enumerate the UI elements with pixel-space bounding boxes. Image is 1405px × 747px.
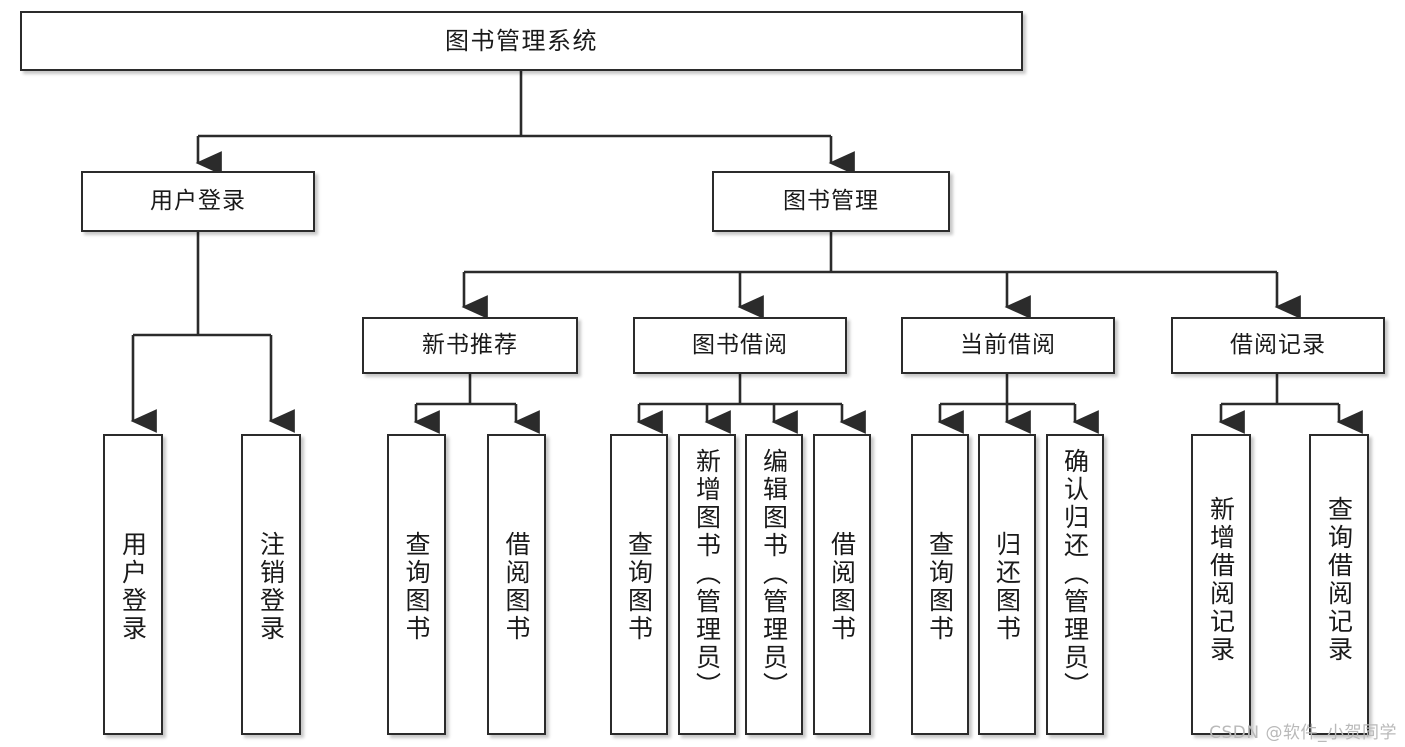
node-leaf-query-book-3-label: 查询图书 — [925, 531, 955, 643]
node-current-borrow-label: 当前借阅 — [960, 331, 1056, 358]
node-book-borrow-label: 图书借阅 — [692, 331, 788, 358]
node-leaf-borrow-book-1-label: 借阅图书 — [502, 531, 531, 643]
node-leaf-add-record-label: 新增借阅记录 — [1206, 496, 1236, 664]
node-leaf-user-logout-label: 注销登录 — [256, 531, 286, 643]
node-leaf-query-record-label: 查询借阅记录 — [1324, 496, 1354, 664]
node-leaf-user-logout[interactable]: 注销登录 — [241, 434, 301, 735]
node-user-login[interactable]: 用户登录 — [81, 171, 315, 232]
node-user-login-label: 用户登录 — [150, 187, 246, 214]
node-leaf-confirm-return[interactable]: 确认归还（管理员） — [1046, 434, 1104, 735]
node-new-book-recommend-label: 新书推荐 — [422, 331, 518, 358]
node-borrow-record-label: 借阅记录 — [1230, 331, 1326, 358]
node-leaf-query-book-2-label: 查询图书 — [624, 531, 654, 643]
node-leaf-query-book-3[interactable]: 查询图书 — [911, 434, 969, 735]
node-leaf-return-book-label: 归还图书 — [992, 531, 1022, 643]
node-leaf-confirm-return-label: 确认归还（管理员） — [1060, 448, 1090, 700]
node-new-book-recommend[interactable]: 新书推荐 — [362, 317, 578, 374]
node-leaf-return-book[interactable]: 归还图书 — [978, 434, 1036, 735]
node-leaf-user-login[interactable]: 用户登录 — [103, 434, 163, 735]
node-leaf-borrow-book-1[interactable]: 借阅图书 — [487, 434, 546, 735]
node-leaf-query-book-2[interactable]: 查询图书 — [610, 434, 668, 735]
node-leaf-borrow-book-2-label: 借阅图书 — [827, 531, 857, 643]
node-book-management[interactable]: 图书管理 — [712, 171, 950, 232]
node-leaf-user-login-label: 用户登录 — [118, 531, 148, 643]
node-leaf-add-book-label: 新增图书（管理员） — [692, 448, 722, 700]
node-book-management-label: 图书管理 — [783, 187, 879, 214]
node-leaf-add-book[interactable]: 新增图书（管理员） — [678, 434, 736, 735]
node-leaf-edit-book[interactable]: 编辑图书（管理员） — [745, 434, 803, 735]
node-current-borrow[interactable]: 当前借阅 — [901, 317, 1115, 374]
node-leaf-borrow-book-2[interactable]: 借阅图书 — [813, 434, 871, 735]
node-leaf-query-record[interactable]: 查询借阅记录 — [1309, 434, 1369, 735]
node-leaf-add-record[interactable]: 新增借阅记录 — [1191, 434, 1251, 735]
node-leaf-query-book-1-label: 查询图书 — [402, 531, 431, 643]
node-borrow-record[interactable]: 借阅记录 — [1171, 317, 1385, 374]
node-leaf-edit-book-label: 编辑图书（管理员） — [759, 448, 789, 700]
watermark-text: CSDN @软件_小贺同学 — [1209, 723, 1397, 743]
node-root-label: 图书管理系统 — [445, 26, 598, 55]
node-root[interactable]: 图书管理系统 — [20, 11, 1023, 71]
node-leaf-query-book-1[interactable]: 查询图书 — [387, 434, 446, 735]
node-book-borrow[interactable]: 图书借阅 — [633, 317, 847, 374]
